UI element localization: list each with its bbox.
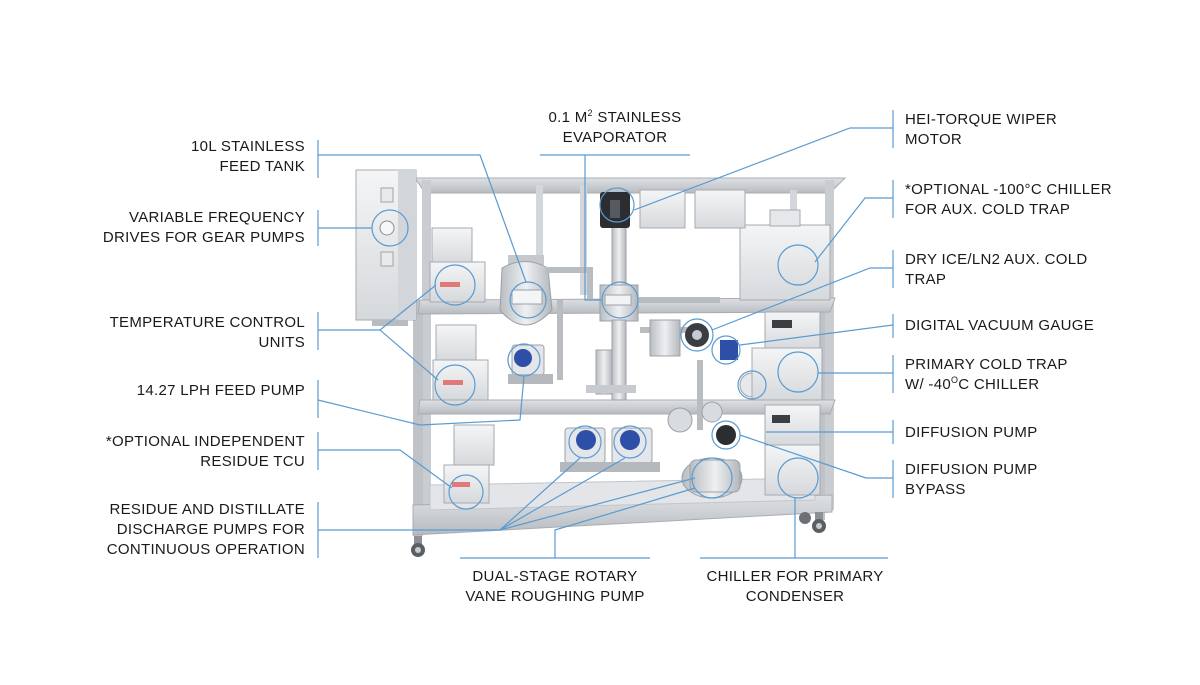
frame-post: [580, 185, 587, 295]
label-text: 0.1 M: [548, 109, 588, 126]
label-tcu: TEMPERATURE CONTROL UNITS: [110, 313, 305, 353]
feed-pump: [508, 344, 553, 384]
label-line: DIFFUSION PUMP: [905, 461, 1038, 478]
label-line: EVAPORATOR: [562, 129, 668, 146]
frame-post: [413, 300, 423, 536]
caster-wheel: [799, 512, 811, 524]
leader-vacuum-gauge: [739, 314, 894, 346]
discharge-pumps: [560, 427, 660, 472]
label-line: RESIDUE TCU: [200, 453, 305, 470]
tcu-upper: [429, 227, 486, 303]
frame-shelf-middle: [417, 399, 836, 415]
label-line: 0.1 M2 STAINLESS: [540, 108, 690, 128]
leader-roughing: [460, 487, 696, 559]
label-line: UNITS: [258, 334, 305, 351]
label-vfd: VARIABLE FREQUENCY DRIVES FOR GEAR PUMPS: [103, 208, 305, 248]
label-line: *OPTIONAL INDEPENDENT: [105, 433, 305, 450]
leader-evaporator: [540, 154, 690, 301]
label-line: DRY ICE/LN2 AUX. COLD: [905, 251, 1088, 268]
label-line: TEMPERATURE CONTROL: [109, 314, 305, 331]
label-line: MOTOR: [905, 131, 963, 148]
diffusion-pump-unit: [764, 404, 821, 446]
leader-feed-pump: [317, 375, 525, 426]
optional-chiller: [739, 209, 831, 301]
label-wiper-motor: HEI-TORQUE WIPER MOTOR: [905, 110, 1057, 150]
label-discharge-pumps: RESIDUE AND DISTILLATE DISCHARGE PUMPS F…: [107, 500, 305, 560]
label-line: DISCHARGE PUMPS FOR: [116, 521, 305, 538]
label-line: TRAP: [905, 271, 947, 288]
leader-aux-trap: [711, 250, 894, 331]
tcu-residue: [443, 424, 495, 504]
label-line: 14.27 LPH FEED PUMP: [136, 382, 305, 399]
caster-wheel: [411, 536, 425, 557]
wiper-motor: [600, 192, 630, 228]
leader-bypass: [739, 434, 894, 498]
label-vacuum-gauge: DIGITAL VACUUM GAUGE: [905, 316, 1094, 336]
label-residue-tcu: *OPTIONAL INDEPENDENT RESIDUE TCU: [106, 432, 305, 472]
label-aux-cold-trap: DRY ICE/LN2 AUX. COLD TRAP: [905, 250, 1087, 290]
label-line: FOR AUX. COLD TRAP: [905, 201, 1071, 218]
label-chiller-primary: CHILLER FOR PRIMARY CONDENSER: [695, 567, 895, 607]
leader-diffusion: [766, 420, 894, 444]
label-line: W/ -40OC CHILLER: [905, 375, 1068, 395]
leader-optional-chiller: [814, 180, 894, 263]
label-text: W/ -40: [905, 376, 951, 393]
misc-panels: [639, 189, 746, 229]
leader-vfd: [317, 210, 372, 246]
evaporator: [586, 224, 639, 401]
label-roughing-pump: DUAL-STAGE ROTARY VANE ROUGHING PUMP: [455, 567, 655, 607]
label-line: DIGITAL VACUUM GAUGE: [905, 317, 1095, 334]
label-superscript: 2: [587, 108, 593, 118]
label-line: BYPASS: [905, 481, 966, 498]
label-line: VARIABLE FREQUENCY: [129, 209, 305, 226]
label-feed-pump: 14.27 LPH FEED PUMP: [137, 381, 305, 401]
leader-discharge: [317, 457, 696, 558]
label-line: DIFFUSION PUMP: [905, 424, 1038, 441]
label-line: CHILLER FOR PRIMARY: [706, 568, 884, 585]
feed-tank: [499, 255, 553, 326]
cold-trap-assembly: [649, 319, 765, 445]
label-line: HEI-TORQUE WIPER: [905, 111, 1058, 128]
frame-top-rail: [414, 177, 847, 194]
label-line: *OPTIONAL -100°C CHILLER: [905, 181, 1112, 198]
frame-post: [422, 180, 431, 520]
roughing-pump: [681, 457, 743, 499]
label-line: DRIVES FOR GEAR PUMPS: [102, 229, 305, 246]
leader-wiper: [633, 110, 894, 211]
label-diffusion-pump: DIFFUSION PUMP: [905, 423, 1038, 443]
label-line: PRIMARY COLD TRAP: [905, 356, 1068, 373]
caster-wheel: [812, 512, 826, 533]
label-line: FEED TANK: [219, 158, 305, 175]
label-text: C CHILLER: [958, 376, 1040, 393]
vfd-panel: [355, 169, 417, 326]
frame-post: [825, 180, 834, 510]
label-line: CONTINUOUS OPERATION: [106, 541, 305, 558]
label-optional-chiller: *OPTIONAL -100°C CHILLER FOR AUX. COLD T…: [905, 180, 1112, 220]
label-text: STAINLESS: [592, 109, 682, 126]
label-feed-tank: 10L STAINLESS FEED TANK: [191, 137, 305, 177]
tcu-middle: [432, 324, 489, 401]
vacuum-gauge-unit: [764, 311, 821, 351]
leader-feed-tank: [317, 140, 527, 283]
label-line: VANE ROUGHING PUMP: [465, 588, 645, 605]
label-diffusion-bypass: DIFFUSION PUMP BYPASS: [905, 460, 1038, 500]
label-line: CONDENSER: [745, 588, 845, 605]
label-line: 10L STAINLESS: [191, 138, 305, 155]
leader-residue-tcu: [317, 432, 453, 489]
frame-post: [536, 185, 543, 295]
label-line: DUAL-STAGE ROTARY: [472, 568, 638, 585]
leader-primary-trap: [818, 355, 894, 393]
leader-chiller-condenser: [700, 498, 888, 559]
label-primary-cold-trap: PRIMARY COLD TRAP W/ -40OC CHILLER: [905, 355, 1068, 395]
leader-tcu: [317, 284, 439, 381]
label-line: RESIDUE AND DISTILLATE: [109, 501, 305, 518]
label-superscript: O: [950, 375, 959, 385]
label-evaporator: 0.1 M2 STAINLESS EVAPORATOR: [540, 108, 690, 148]
leader-lines: [317, 110, 894, 559]
